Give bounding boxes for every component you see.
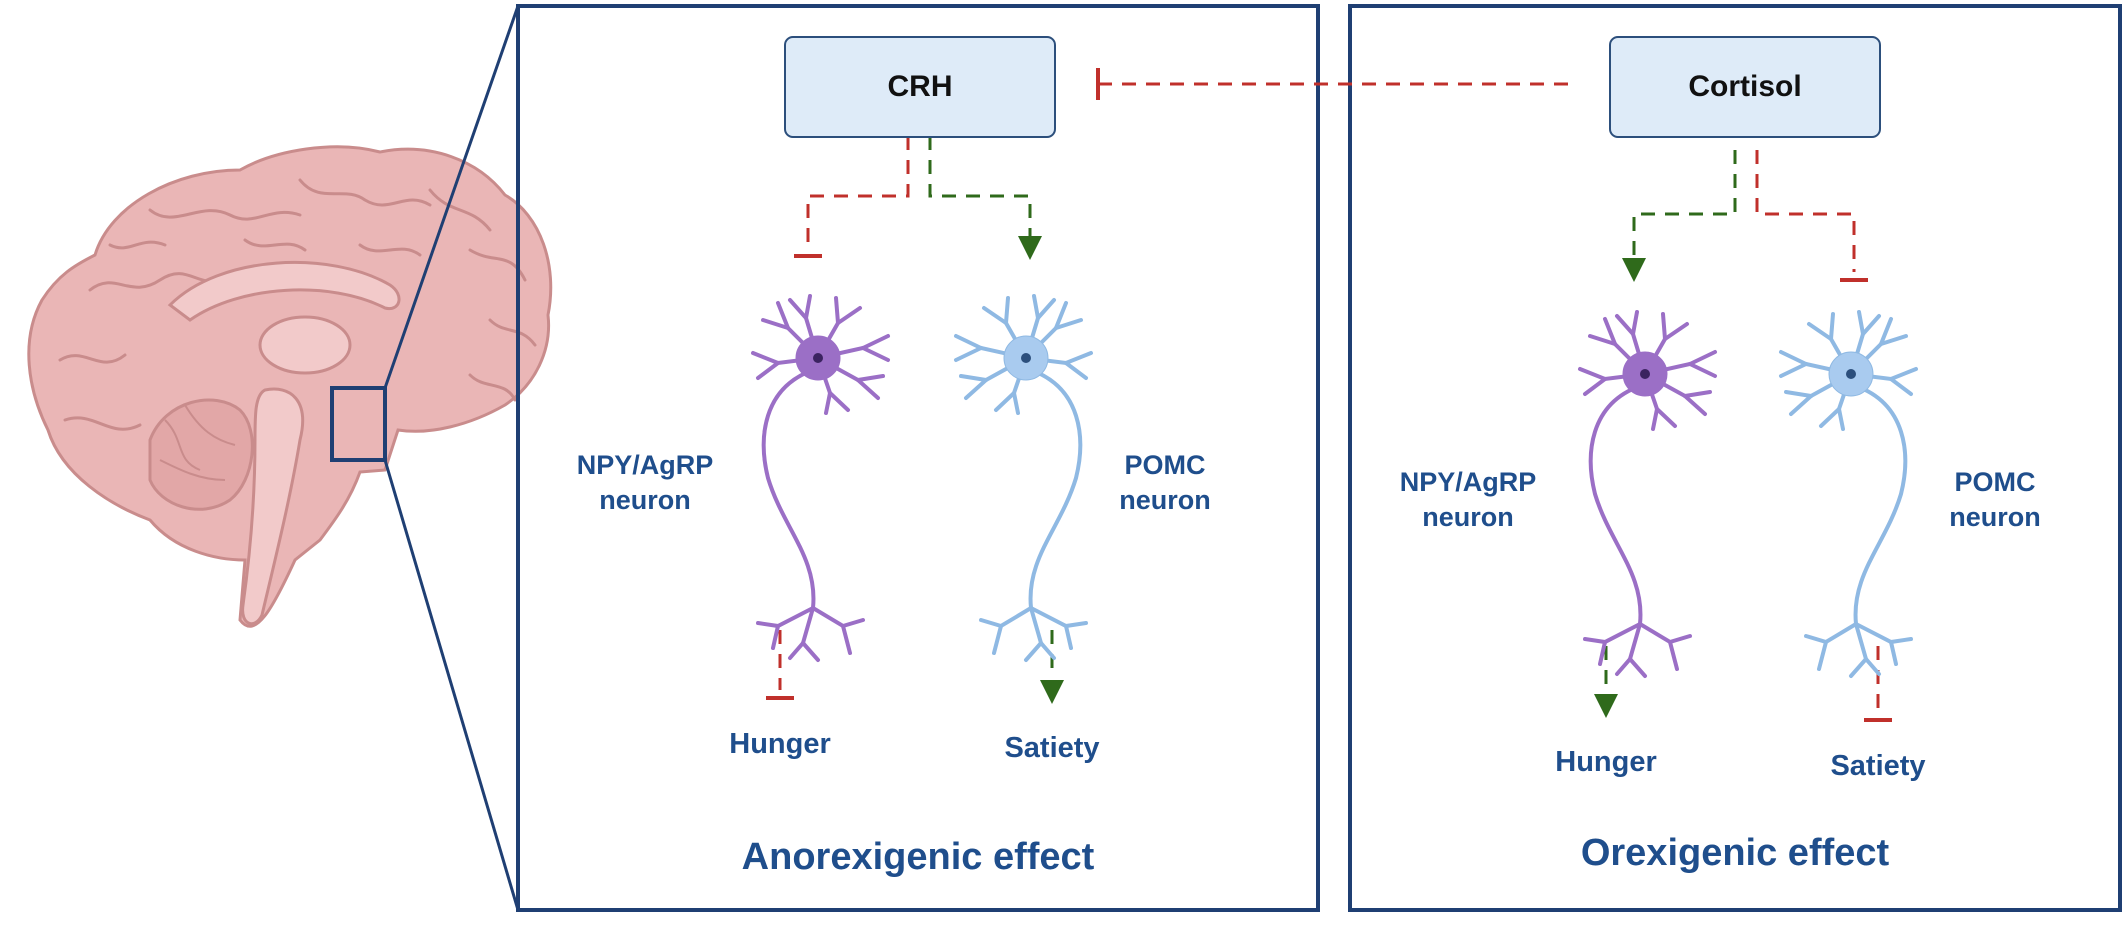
right-npy-neuron [1578,310,1717,678]
brainstem [241,387,305,626]
left-pomc-neuron [954,294,1093,662]
brain-gyri [58,178,537,431]
cortisol-stimulates-npy-line [1632,150,1737,258]
right-pomc-neuron [1779,310,1918,678]
left-satiety-arrowhead [1040,680,1064,704]
hypothalamus-highlight [330,386,387,462]
crh-inhibits-npy-line [806,136,910,252]
left-pomc-nucleus [1021,353,1031,363]
left-hunger-label: Hunger [729,728,831,760]
crh-stimulates-pomc-line [928,136,1032,236]
cortisol-box: Cortisol [1609,36,1881,138]
corpus-callosum [167,260,401,322]
left-npy-label-line2: neuron [599,485,691,515]
thalamus [258,315,352,375]
right-npy-nucleus [1640,369,1650,379]
right-npy-label-line1: NPY/AgRP [1399,467,1537,497]
left-effect-title: Anorexigenic effect [741,836,1095,878]
left-panel-frame [516,4,1320,912]
crh-box: CRH [784,36,1056,138]
right-hunger-label: Hunger [1555,746,1657,778]
right-pomc-nucleus [1846,369,1856,379]
right-pomc-label: POMC neuron [1920,465,2070,535]
left-npy-nucleus [813,353,823,363]
cerebellum-folia [159,404,236,481]
left-pomc-label-line2: neuron [1119,485,1211,515]
right-satiety-label: Satiety [1830,750,1926,782]
crh-pomc-arrowhead [1018,236,1042,260]
left-npy-label: NPY/AgRP neuron [565,448,725,518]
cortisol-npy-arrowhead [1622,258,1646,282]
right-npy-label: NPY/AgRP neuron [1388,465,1548,535]
cerebellum [148,398,254,511]
left-pomc-label-line1: POMC [1124,450,1206,480]
left-pomc-label: POMC neuron [1090,448,1240,518]
left-npy-label-line1: NPY/AgRP [576,450,714,480]
left-satiety-label: Satiety [1004,732,1100,764]
right-npy-label-line2: neuron [1422,502,1514,532]
zoom-line-bottom [383,459,520,911]
left-npy-neuron [751,294,890,662]
right-pomc-label-line1: POMC [1954,467,2036,497]
right-pomc-label-line2: neuron [1949,502,2041,532]
cortisol-inhibits-pomc-line [1755,150,1856,272]
zoom-line-top [383,5,520,389]
right-hunger-arrowhead [1594,694,1618,718]
right-effect-title: Orexigenic effect [1580,832,1890,874]
right-panel-frame [1348,4,2122,912]
brain-illustration [27,145,553,628]
